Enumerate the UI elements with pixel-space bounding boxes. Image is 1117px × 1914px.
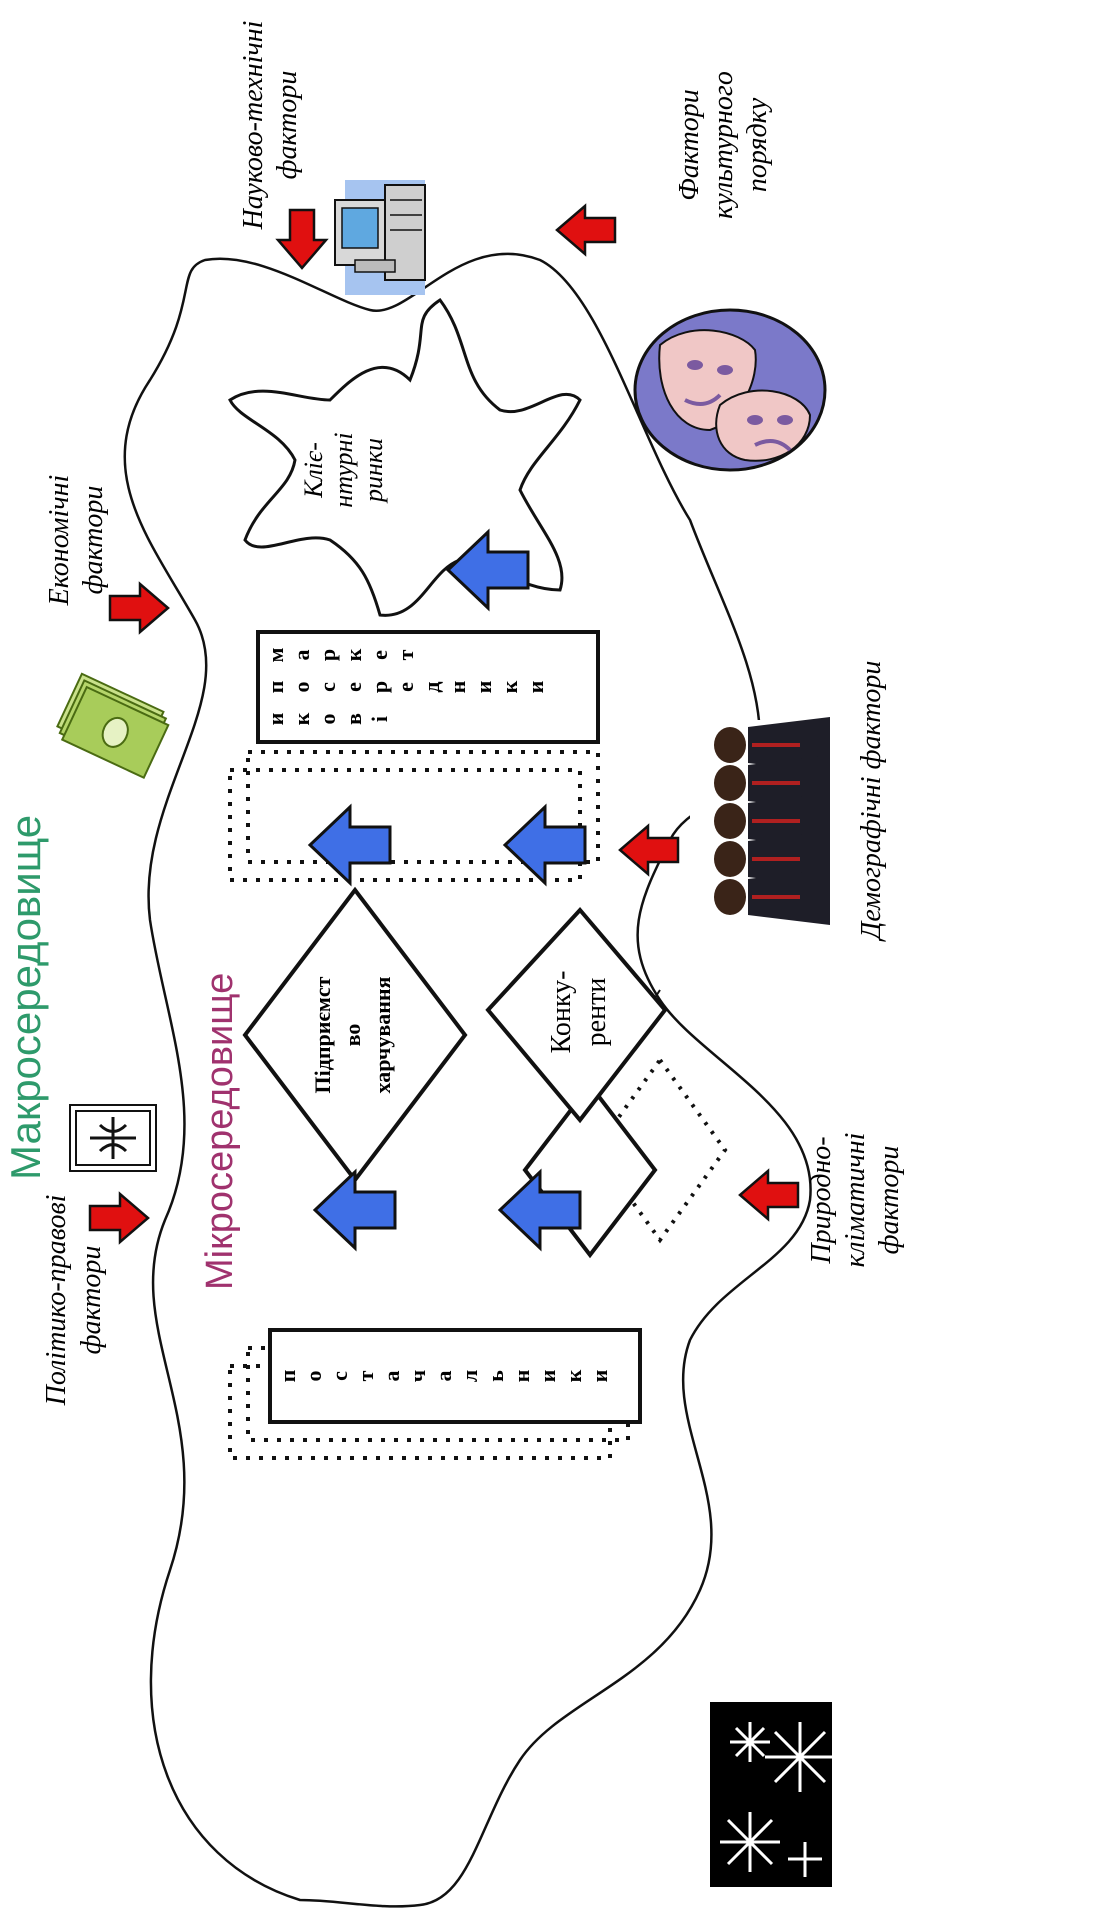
environment-boundary	[123, 252, 812, 1908]
intermediaries-letter: в	[341, 713, 366, 725]
red-arrow-cultural	[555, 204, 617, 256]
enterprise-label: харчування	[370, 976, 395, 1093]
competitors-label: ренти	[581, 978, 612, 1047]
enterprise-label: во	[340, 1024, 365, 1047]
factor-label-natural: фактори	[874, 1146, 905, 1255]
client-markets-label: ринки	[359, 438, 388, 504]
intermediaries-letter: е	[367, 650, 392, 660]
macro-title: Макросередовище	[2, 815, 49, 1180]
factor-label-cultural: Фактори	[674, 89, 705, 200]
intermediaries-letter: а	[289, 650, 314, 661]
suppliers-letter: а	[379, 1371, 404, 1382]
flow-arrow	[503, 805, 587, 885]
theater-masks-icon	[633, 308, 827, 472]
factor-label-cultural: культурного	[708, 71, 739, 219]
intermediaries-letter: н	[445, 680, 470, 693]
intermediaries-letter: т	[393, 649, 418, 660]
suppliers-letter: и	[535, 1369, 560, 1382]
intermediaries-letter: д	[419, 681, 444, 692]
intermediaries-letter: р	[315, 649, 340, 661]
micro-title: Мікросередовище	[199, 973, 241, 1290]
red-arrow-scientific	[276, 208, 328, 270]
suppliers-letter: с	[327, 1371, 352, 1381]
suppliers-letter: и	[587, 1369, 612, 1382]
intermediaries-letter: м	[263, 648, 288, 663]
suppliers-letter: ч	[405, 1370, 430, 1382]
intermediaries-letter: о	[315, 714, 340, 725]
intermediaries-letter: п	[263, 680, 288, 693]
factor-label-economic: фактори	[78, 486, 109, 595]
suppliers-letter: л	[457, 1370, 482, 1382]
suppliers-letter: п	[275, 1369, 300, 1382]
suppliers-letter: ь	[483, 1370, 508, 1382]
enterprise-label: Підприємст	[310, 976, 335, 1093]
factor-label-economic: Економічні	[44, 475, 75, 607]
red-arrow-political	[88, 1192, 150, 1244]
suppliers-letter: о	[301, 1371, 326, 1382]
intermediaries-letter: е	[341, 682, 366, 692]
red-arrow-economic	[108, 582, 170, 634]
intermediaries-letter: і	[367, 716, 392, 722]
snowflakes-icon	[710, 1702, 835, 1887]
factor-label-scientific: Науково-технічні	[238, 21, 269, 231]
suppliers-letter: к	[561, 1369, 586, 1382]
flow-arrow	[313, 1170, 397, 1250]
person-figure	[714, 869, 830, 925]
intermediaries-letter: с	[315, 682, 340, 692]
intermediaries-letter: и	[263, 712, 288, 725]
factor-label-cultural: порядку	[742, 97, 773, 192]
coat-of-arms-icon	[69, 1104, 157, 1172]
intermediaries-letter: и	[471, 680, 496, 693]
intermediaries-letter: о	[289, 682, 314, 693]
factor-label-political: Політико-правові	[41, 1195, 72, 1407]
intermediaries-letter: к	[341, 648, 366, 661]
client-markets-label: нтурні	[329, 432, 358, 507]
intermediaries-letter: к	[289, 712, 314, 725]
money-icon	[56, 672, 170, 780]
intermediaries-letter: к	[497, 680, 522, 693]
factor-label-political: фактори	[76, 1246, 107, 1355]
factor-label-natural: кліматичні	[840, 1133, 871, 1268]
suppliers-letter: т	[353, 1370, 378, 1381]
intermediaries-letter: е	[393, 682, 418, 692]
suppliers-letter: н	[509, 1369, 534, 1382]
suppliers-letter: а	[431, 1371, 456, 1382]
intermediaries-letter: и	[523, 680, 548, 693]
person-figure	[714, 831, 830, 887]
red-arrow-natural	[738, 1169, 800, 1221]
competitors-label: Конку-	[546, 971, 577, 1054]
computer-icon	[334, 180, 426, 295]
client-markets-label: Кліє-	[299, 442, 328, 499]
intermediaries-letter: р	[367, 681, 392, 693]
red-arrow-demographic	[618, 824, 680, 876]
factor-label-natural: Природно-	[806, 1136, 837, 1264]
factor-label-demographic: Демографічні фактори	[856, 661, 887, 943]
flow-arrow	[308, 805, 392, 885]
factor-label-scientific: фактори	[272, 71, 303, 180]
people-group-icon	[690, 717, 830, 930]
